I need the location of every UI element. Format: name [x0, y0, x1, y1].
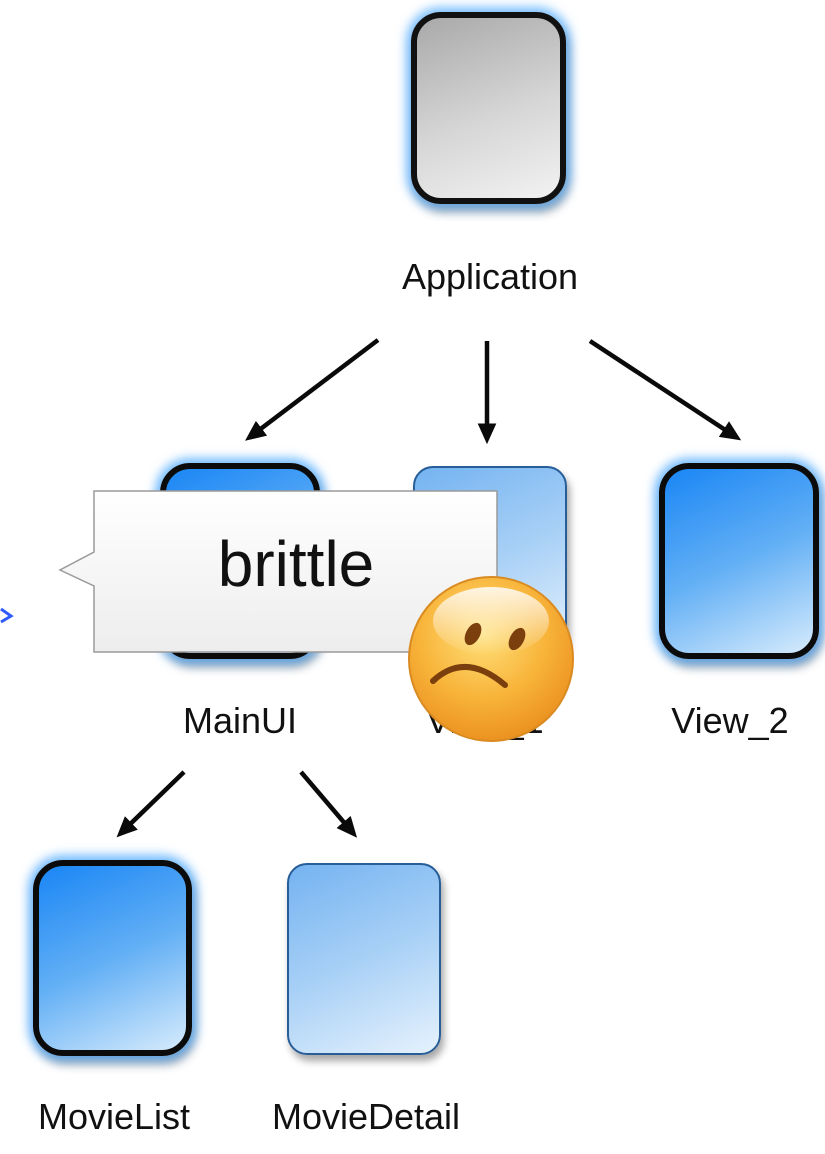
movielist-label: MovieList [37, 1096, 191, 1137]
application-node [411, 12, 566, 204]
callout-bubble [58, 490, 498, 653]
movielist-node [33, 860, 192, 1056]
arrow-mainui-to-moviedetail [299, 770, 358, 838]
mainui-label: MainUI [182, 700, 298, 741]
arrow-application-to-view2 [588, 339, 742, 441]
view2-node [659, 463, 819, 659]
sad-face-icon [408, 576, 574, 742]
application-label: Application [401, 256, 579, 297]
moviedetail-label: MovieDetail [271, 1096, 461, 1137]
moviedetail-node [287, 863, 441, 1055]
arrow-application-to-mainui [245, 338, 380, 441]
view2-label: View_2 [671, 700, 789, 741]
chevron-right-icon [0, 607, 14, 624]
brittle-callout: brittle [58, 490, 498, 653]
arrow-mainui-to-movielist [116, 770, 186, 838]
callout-text: brittle [217, 528, 375, 600]
